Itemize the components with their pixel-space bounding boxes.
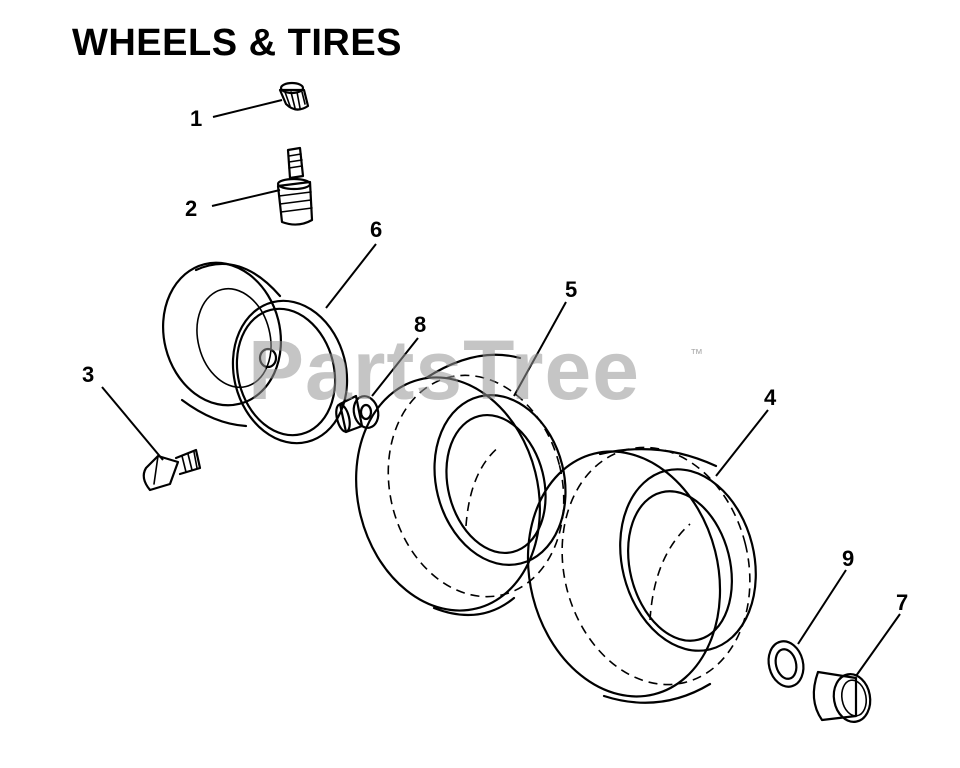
callout-5: 5	[565, 277, 577, 302]
callout-4: 4	[764, 385, 777, 410]
leader-line-3	[101, 386, 164, 461]
leader-line-2	[211, 189, 281, 207]
leader-line-9	[797, 569, 847, 645]
front-tire-part	[355, 353, 567, 617]
callout-8: 8	[414, 312, 426, 337]
callout-3: 3	[82, 362, 94, 387]
diagram-title: WHEELS & TIRES	[72, 22, 403, 64]
watermark-logo: PartsTree	[248, 323, 640, 417]
rear-tire-part	[526, 446, 757, 704]
valve-cap-part	[278, 81, 310, 111]
grease-fitting-bolt-part	[142, 448, 202, 492]
callout-7: 7	[896, 590, 908, 615]
leader-line-1	[212, 99, 283, 118]
callout-2: 2	[185, 196, 197, 221]
callout-6: 6	[370, 217, 382, 242]
callout-9: 9	[842, 546, 854, 571]
hub-cap-part	[812, 670, 872, 723]
callout-1: 1	[190, 106, 202, 131]
wheel-rim-part	[161, 261, 349, 445]
leader-line-7	[855, 613, 901, 677]
valve-stem-part	[276, 146, 314, 226]
washer-part	[767, 640, 805, 688]
watermark-trademark: ™	[690, 346, 703, 361]
leader-line-8	[371, 337, 419, 397]
leader-line-4	[715, 409, 769, 477]
leader-line-5	[513, 301, 567, 397]
leader-line-6	[325, 243, 377, 309]
